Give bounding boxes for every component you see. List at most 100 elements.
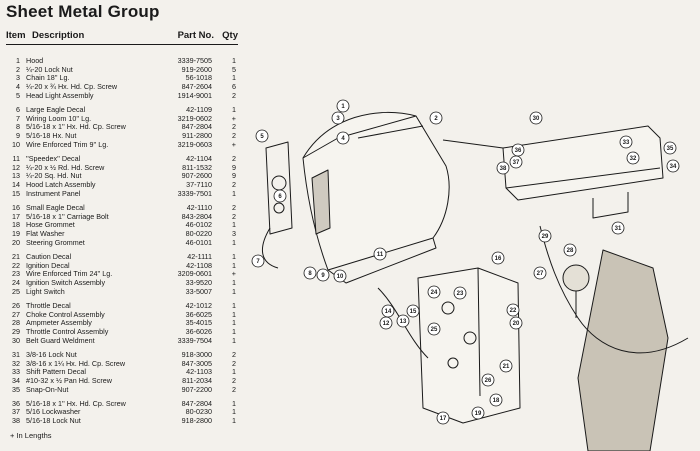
cell-description: Belt Guard Weldment: [26, 336, 95, 345]
callout-number: 14: [385, 309, 392, 315]
callout-circle: [491, 251, 505, 265]
callout-circle: [331, 111, 345, 125]
wiring-loom: [262, 227, 279, 269]
cell-item: 36: [12, 398, 20, 408]
cell-part-no: 843-2804: [181, 211, 212, 221]
callout-bubble: 3: [331, 111, 345, 125]
cell-part-no: 919-2600: [181, 64, 212, 74]
callout-circle: [396, 314, 410, 328]
cell-qty: 2: [232, 122, 236, 132]
cell-item: 13: [12, 171, 20, 181]
cell-description: ¼-20 x ¾ Hx. Hd. Cp. Screw: [26, 83, 118, 92]
callout-circle: [333, 269, 347, 283]
choke-cable-line: [442, 139, 504, 149]
cell-description: 5/16 Lockwasher: [26, 408, 81, 417]
callout-bubble: 9: [316, 268, 330, 282]
cell-part-no: 907-2200: [181, 384, 212, 394]
cell-item: 34: [12, 376, 20, 386]
callout-circle: [427, 322, 441, 336]
callout-number: 21: [503, 364, 510, 370]
callout-bubble: 10: [333, 269, 347, 283]
cell-description: 5/16-18 Hx. Nut: [26, 132, 77, 141]
callout-number: 2: [434, 116, 438, 122]
cell-part-no: 42-1108: [186, 260, 212, 270]
callout-number: 26: [485, 378, 492, 384]
headlight-lens: [271, 175, 287, 191]
cell-part-no: 3339-7504: [177, 335, 212, 345]
callout-number: 30: [533, 116, 540, 122]
callout-number: 37: [513, 160, 520, 166]
callout-bubble: 4: [336, 131, 350, 145]
cell-qty: 1: [232, 104, 236, 114]
cell-description: Instrument Panel: [26, 189, 81, 198]
cell-qty: 1: [232, 251, 236, 261]
cell-description: ''Speedex'' Decal: [26, 154, 81, 163]
cell-part-no: 42-1111: [187, 251, 212, 261]
callout-number: 25: [431, 327, 438, 333]
cell-part-no: 847-3005: [181, 358, 212, 368]
callout-number: 28: [567, 248, 574, 254]
cell-description: Chain 18'' Lg.: [26, 74, 70, 83]
callout-circle: [406, 304, 420, 318]
callout-bubble: 36: [511, 143, 525, 157]
hood-grille: [311, 169, 331, 235]
cell-qty: 1: [232, 237, 236, 247]
cell-qty: 1: [232, 416, 236, 426]
callout-bubble: 11: [373, 247, 387, 261]
cell-description: 5/16-18 x 1'' Carriage Bolt: [26, 212, 109, 221]
callout-circle: [373, 247, 387, 261]
header-qty: Qty: [222, 30, 238, 41]
cell-item: 37: [12, 407, 20, 417]
callout-bubble: 35: [663, 141, 677, 155]
callout-circle: [336, 131, 350, 145]
callout-bubble: 20: [509, 316, 523, 330]
callout-bubble: 24: [427, 285, 441, 299]
cell-item: 12: [12, 162, 20, 172]
cell-item: 19: [12, 229, 20, 239]
hood-ridge-line: [357, 125, 424, 139]
belt-guard-lip: [505, 167, 661, 189]
cell-description: #10-32 x ½ Pan Hd. Screw: [26, 377, 112, 386]
callout-circle: [666, 159, 680, 173]
cell-item: 18: [12, 220, 20, 230]
callout-number: 17: [440, 416, 447, 422]
cell-description: ¼-20 x ½ Rd. Hd. Screw: [26, 163, 105, 172]
cell-item: 31: [12, 349, 20, 359]
callout-bubble: 7: [251, 254, 265, 268]
cell-description: Ampmeter Assembly: [26, 319, 92, 328]
callout-number: 7: [256, 259, 260, 265]
cell-description: Flat Washer: [26, 230, 65, 239]
callout-circle: [481, 373, 495, 387]
cell-part-no: 33-9520: [185, 278, 212, 288]
cell-part-no: 42-1109: [186, 104, 212, 114]
belt-guard-shape: [502, 125, 664, 201]
callout-circle: [303, 266, 317, 280]
cell-description: Wire Enforced Trim 9'' Lg.: [26, 140, 109, 149]
callout-circle: [538, 229, 552, 243]
footnote: + In Lengths: [10, 431, 52, 440]
cell-item: 24: [12, 278, 20, 288]
cell-qty: 1: [232, 318, 236, 328]
callout-number: 29: [542, 234, 549, 240]
cell-part-no: 80-0220: [185, 229, 212, 239]
cell-description: Snap-On-Nut: [26, 385, 69, 394]
callout-circle: [506, 303, 520, 317]
callout-number: 27: [537, 271, 544, 277]
